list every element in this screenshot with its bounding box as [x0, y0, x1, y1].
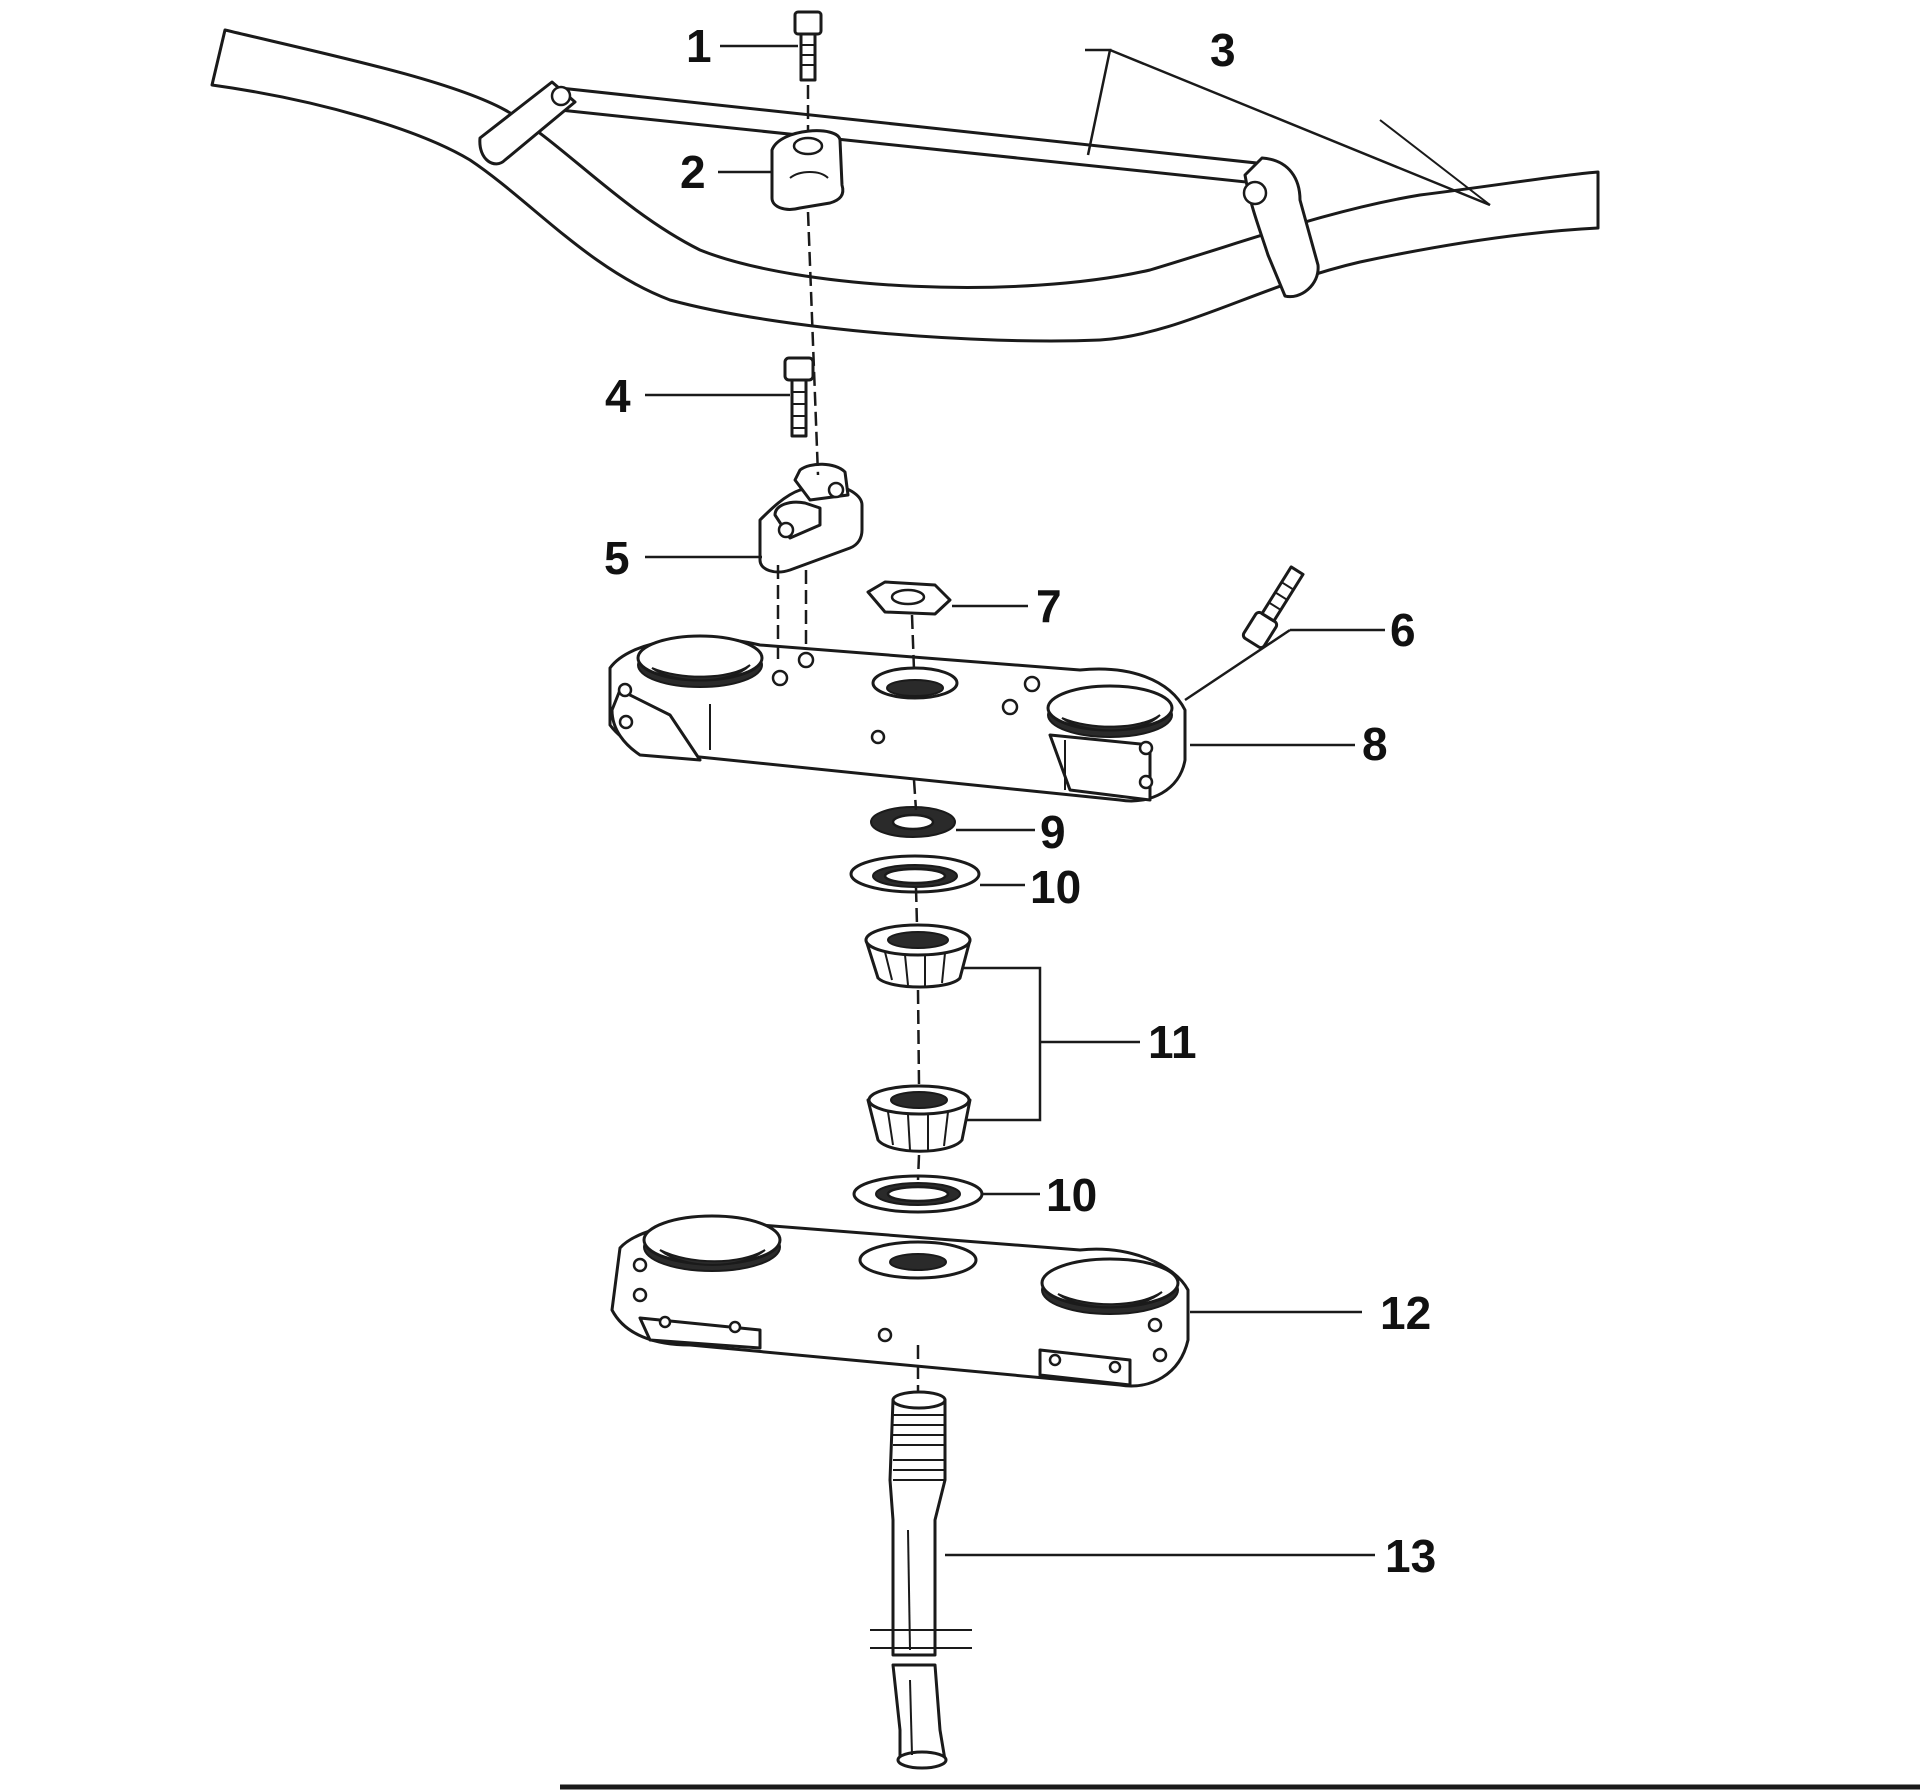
washer-part-9 [870, 806, 956, 838]
callout-10-upper: 10 [1030, 861, 1081, 913]
cross-brace [478, 80, 1320, 299]
callout-13: 13 [1385, 1530, 1436, 1582]
handlebar [210, 28, 1600, 343]
callout-3: 3 [1210, 24, 1236, 76]
riser-clamp-part-5 [758, 462, 864, 574]
callout-6: 6 [1390, 604, 1416, 656]
callout-10-lower: 10 [1046, 1169, 1097, 1221]
callout-9: 9 [1040, 806, 1066, 858]
assembly-axis [776, 85, 921, 1392]
callout-labels: 1 2 3 4 5 6 7 8 9 10 11 10 12 13 [604, 20, 1436, 1582]
bearing-part-11-upper [864, 923, 972, 989]
nut-part-7 [866, 580, 952, 616]
seal-part-10-lower [852, 1174, 984, 1214]
steering-stem-part-13 [870, 1390, 972, 1770]
leader-lines [645, 44, 1491, 1557]
callout-12: 12 [1380, 1287, 1431, 1339]
seal-part-10-upper [849, 854, 981, 894]
clamp-cap-part-2 [770, 129, 845, 211]
lower-triple-clamp-part-12 [610, 1214, 1190, 1388]
callout-2: 2 [680, 146, 706, 198]
callout-8: 8 [1362, 718, 1388, 770]
callout-4: 4 [605, 370, 631, 422]
callout-1: 1 [686, 20, 712, 72]
bolt-part-1 [793, 10, 823, 82]
upper-triple-clamp-part-8 [608, 634, 1187, 803]
callout-11: 11 [1148, 1016, 1197, 1068]
callout-5: 5 [604, 532, 630, 584]
bearing-part-11-lower [866, 1084, 972, 1153]
callout-7: 7 [1036, 580, 1062, 632]
bolt-part-6 [1241, 565, 1305, 650]
bolt-part-4 [783, 356, 815, 438]
